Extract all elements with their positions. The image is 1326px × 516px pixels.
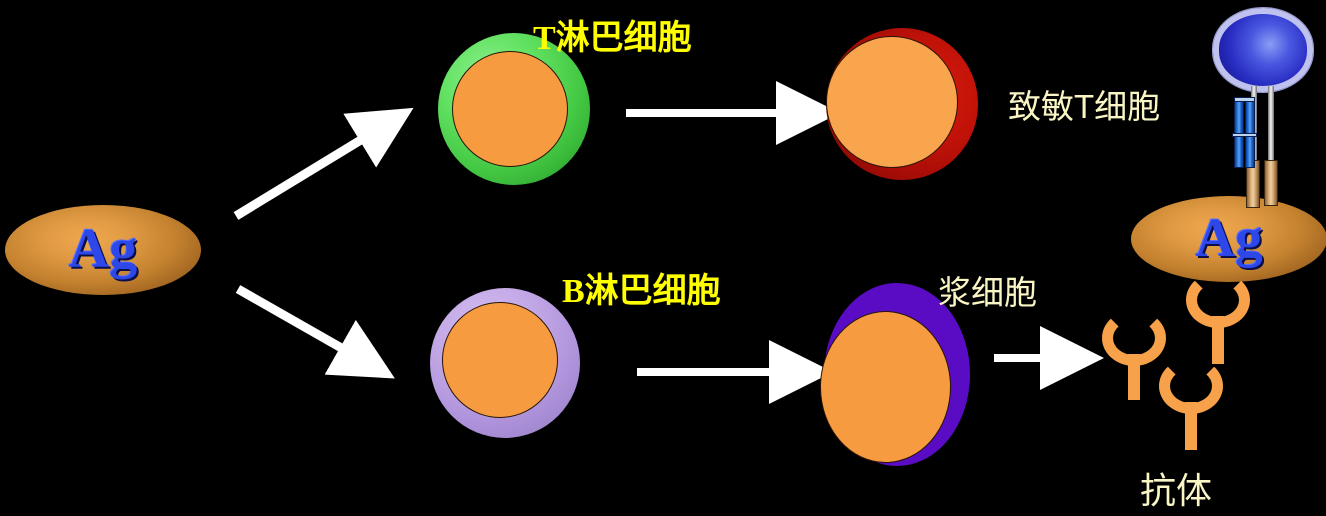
antigen-presented: Ag — [1131, 196, 1326, 282]
t-lymphocyte-nucleus — [452, 51, 568, 167]
b-lymphocyte-nucleus — [442, 302, 558, 418]
cd-molecule-mid-bar — [1232, 133, 1257, 137]
plasma-cell-nucleus — [820, 311, 951, 463]
antibody-3-stem — [1185, 402, 1197, 450]
sensitized-t-cell-nucleus — [826, 36, 958, 168]
cd-molecule-cylinder-upper-right — [1245, 101, 1255, 134]
b-lymphocyte-cell — [430, 288, 580, 438]
antibody-3 — [1159, 358, 1223, 450]
antibody-2-stem — [1128, 354, 1140, 400]
antigen-source: Ag — [5, 205, 201, 295]
sensitized-t-cell-label: 致敏T细胞 — [1008, 88, 1161, 125]
antibody-2 — [1102, 310, 1166, 400]
antibody-1-stem — [1212, 316, 1224, 364]
cd-molecule-cylinder-lower-left — [1234, 136, 1244, 168]
antigen-source-label: Ag — [68, 218, 138, 280]
t-lymphocyte-cell — [438, 33, 590, 185]
antibody-1 — [1186, 272, 1250, 364]
plasma-cell-label: 浆细胞 — [938, 274, 1037, 311]
tcr-lymphocyte-cell — [1213, 8, 1313, 92]
antibody-label: 抗体 — [1140, 470, 1213, 511]
t-lymphocyte-label: T淋巴细胞 — [533, 20, 692, 57]
antigen-presented-label: Ag — [1195, 207, 1263, 268]
tcr-rod-right — [1268, 86, 1274, 169]
cd-molecule-cylinder-lower-right — [1245, 136, 1255, 168]
b-lymphocyte-label: B淋巴细胞 — [562, 273, 721, 310]
cd-molecule-cap — [1234, 97, 1255, 102]
tcr-base-right — [1264, 160, 1278, 206]
cd-molecule-cylinder-upper-left — [1234, 101, 1244, 134]
